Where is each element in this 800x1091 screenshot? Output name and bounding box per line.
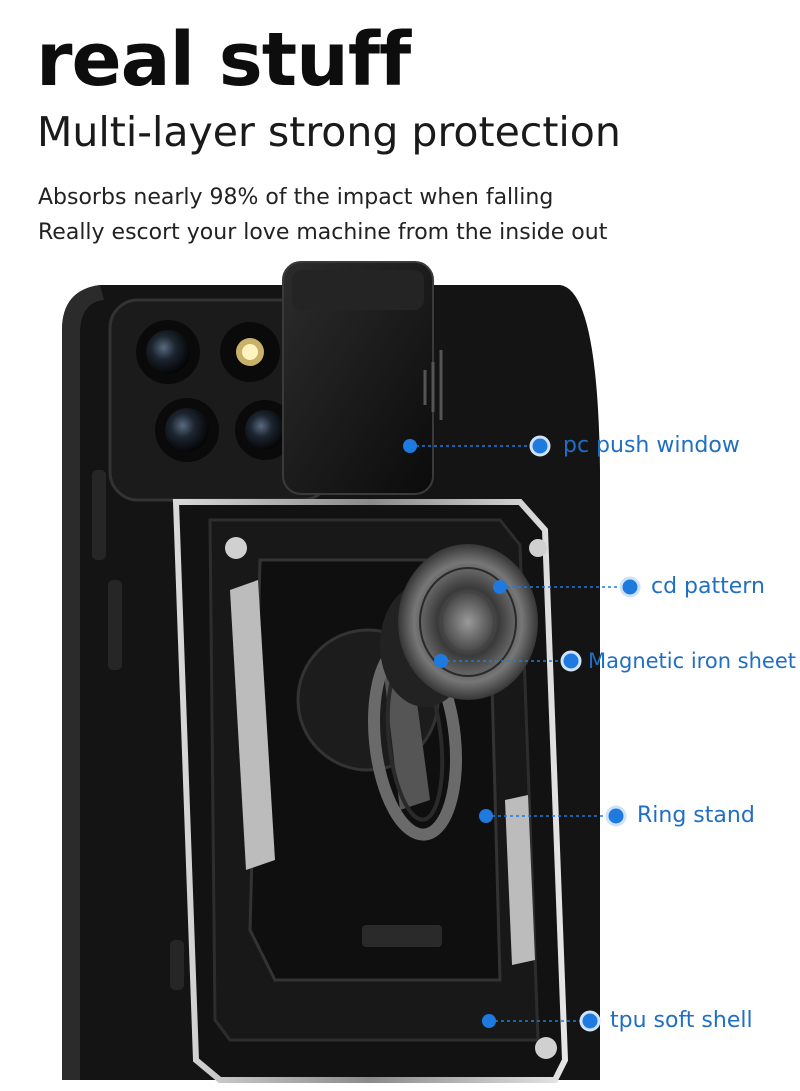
callout-pointers [403, 435, 641, 1032]
callout-label-tpu-soft-shell: tpu soft shell [610, 1008, 753, 1033]
push-window-slider [282, 261, 443, 495]
headline: real stuff [36, 17, 411, 103]
callout-label-pc-push-window: pc push window [563, 433, 740, 458]
callout-label-magnetic-iron-sheet: Magnetic iron sheet [588, 649, 797, 673]
camera-module [108, 298, 332, 502]
callout-label-ring-stand: Ring stand [637, 803, 755, 828]
description-line-1: Absorbs nearly 98% of the impact when fa… [38, 185, 554, 210]
callout-label-cd-pattern: cd pattern [651, 574, 765, 599]
description: Absorbs nearly 98% of the impact when fa… [38, 180, 607, 250]
description-line-2: Really escort your love machine from the… [38, 220, 608, 245]
subheadline: Multi-layer strong protection [37, 108, 621, 156]
